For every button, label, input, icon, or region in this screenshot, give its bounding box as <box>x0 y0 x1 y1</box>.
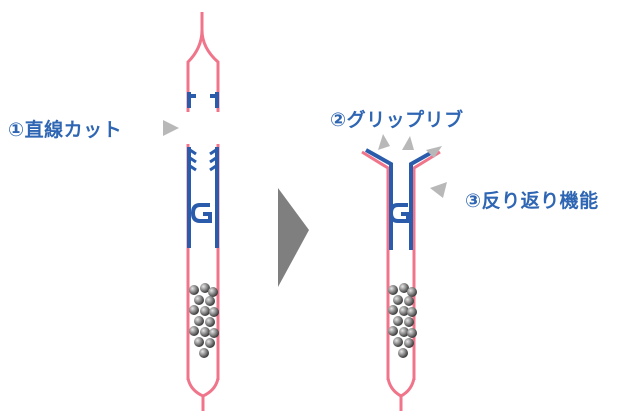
clip-hook-icon <box>190 203 212 223</box>
inner-upper-right <box>210 92 219 108</box>
tube-sealed <box>180 12 226 411</box>
ball-cluster <box>189 283 219 358</box>
pointer-triangle-icon <box>378 134 390 150</box>
pointer-triangle-icon <box>163 120 179 136</box>
grip-rib-right <box>209 148 217 172</box>
tube-opened <box>361 148 441 411</box>
opened-bottom-right <box>400 377 416 398</box>
grip-rib-left <box>189 148 197 172</box>
cut-gap <box>180 112 226 144</box>
tube-bottom-right <box>202 377 220 398</box>
opened-bottom-left <box>386 377 403 411</box>
label-flip-function: ③反り返り機能 <box>465 190 599 212</box>
opened-inner-right <box>409 148 437 250</box>
pointer-triangle-icon <box>402 136 414 150</box>
tube-top-left-shoulder <box>186 12 204 68</box>
tube-top-right-shoulder <box>200 29 220 68</box>
ball-cluster <box>388 283 417 358</box>
opened-left-wall <box>361 150 390 380</box>
clip-hook-icon <box>388 203 410 223</box>
opened-inner-left <box>365 148 393 250</box>
tube-bottom-left <box>186 377 205 411</box>
transition-arrow-icon <box>278 188 309 287</box>
pointer-triangle-icon <box>426 146 442 158</box>
inner-upper-left <box>187 92 196 108</box>
label-grip-rib: ②グリップリブ <box>330 109 464 131</box>
pointer-triangle-icon <box>430 182 447 198</box>
label-straight-cut: ①直線カット <box>8 119 123 141</box>
